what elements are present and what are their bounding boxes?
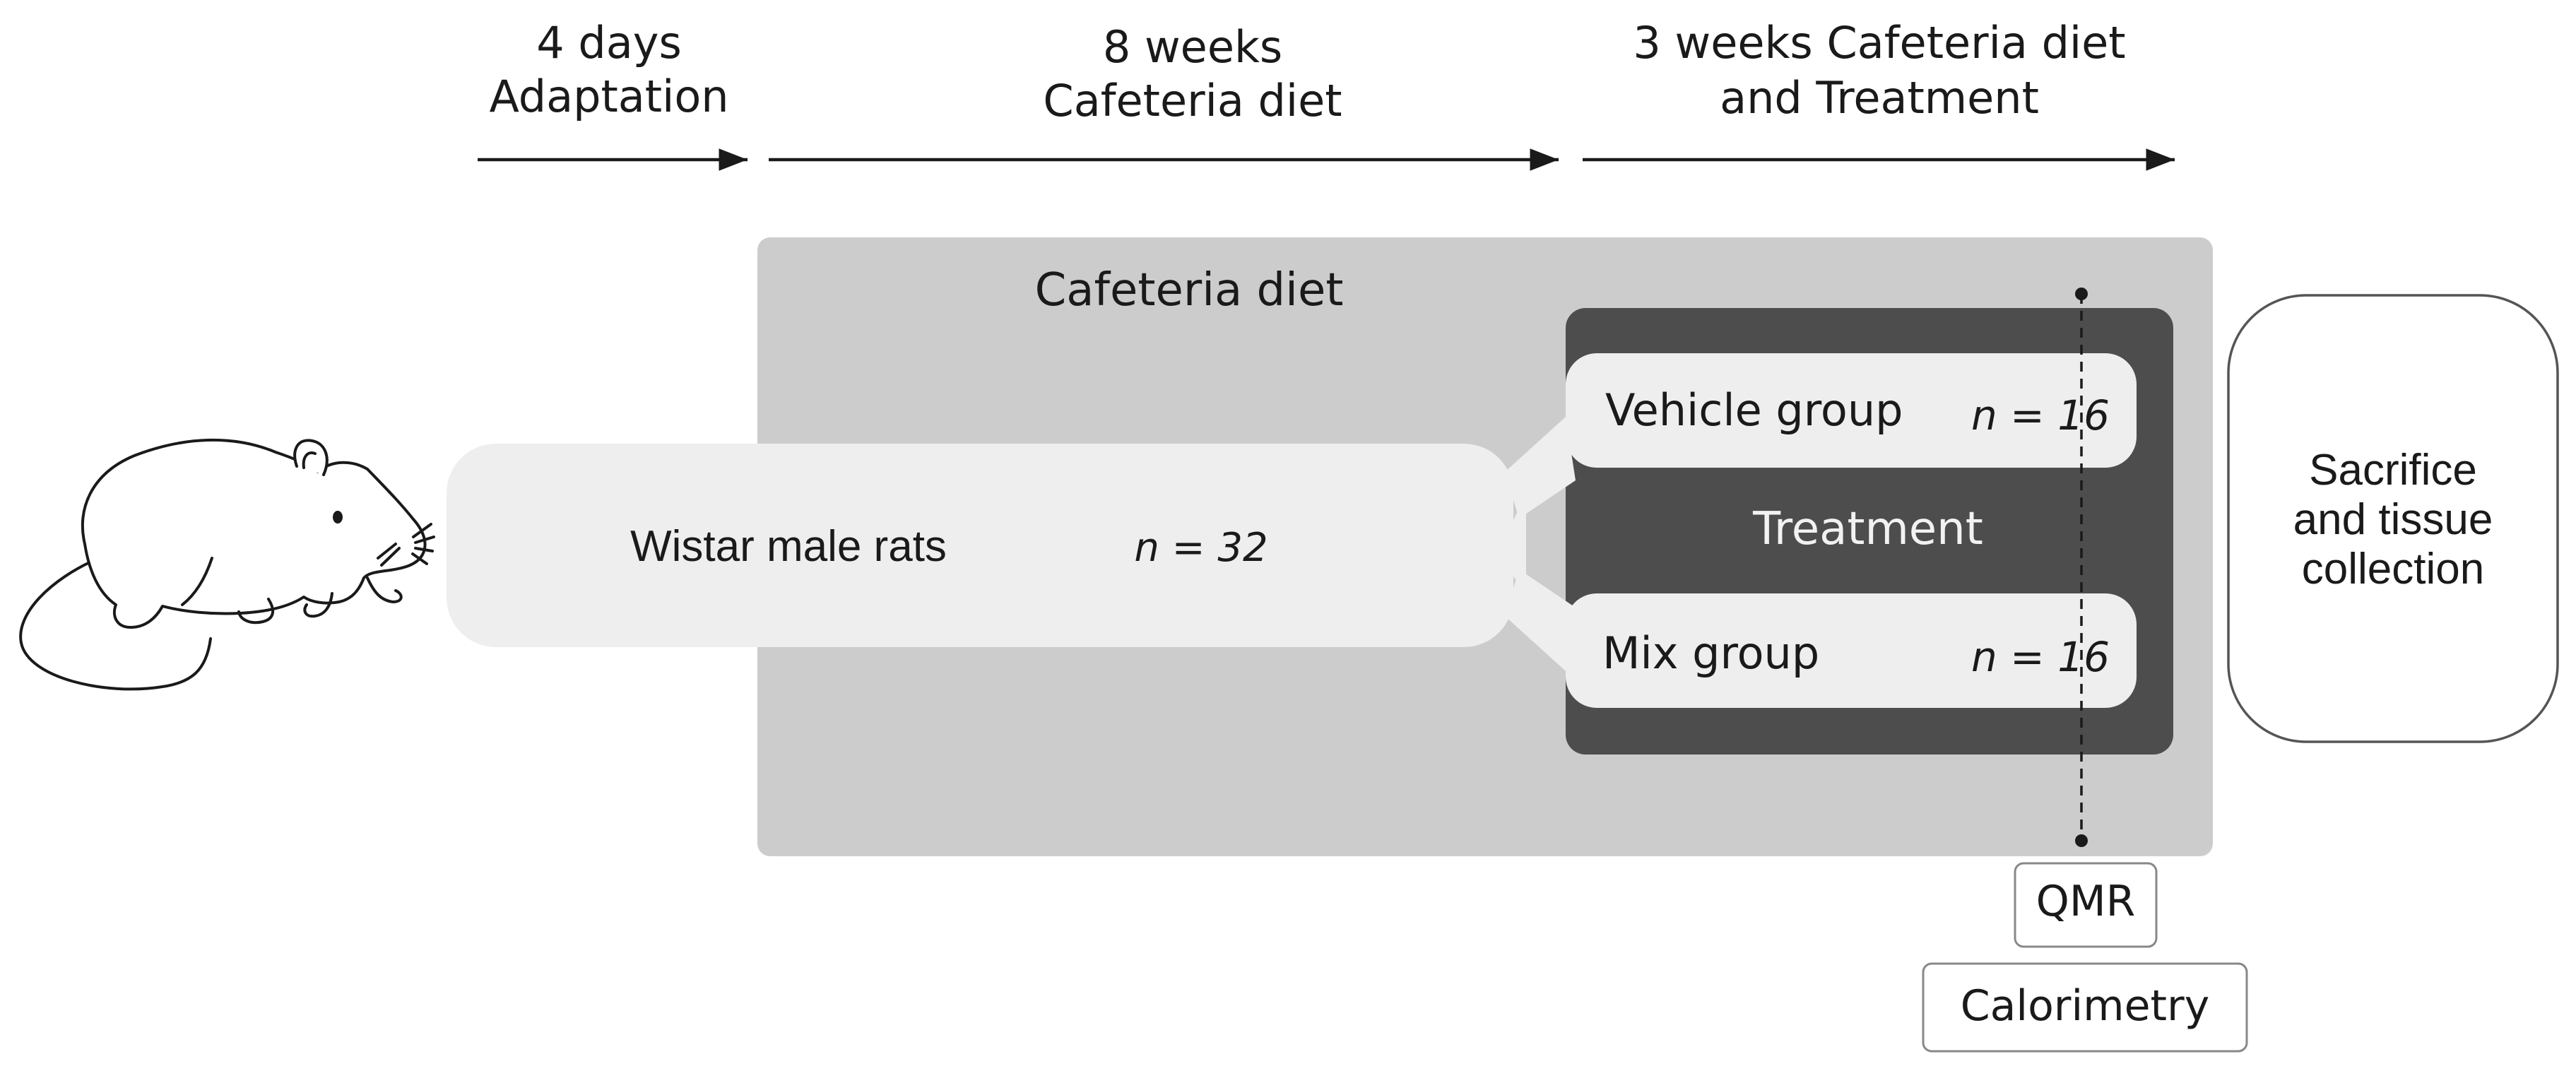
phase-duration-label: 8 weeks xyxy=(1103,21,1282,73)
timeline-phase-treatment: 3 weeks Cafeteria diet and Treatment xyxy=(1583,17,2175,171)
rat-whisker xyxy=(412,523,432,538)
start-group-label: Wistar male rats xyxy=(630,522,947,571)
treatment-label: Treatment xyxy=(1752,503,1983,555)
rat-whisker xyxy=(414,547,434,552)
rat-front-paw xyxy=(366,576,403,603)
sacrifice-label-line-1: Sacrifice xyxy=(2309,446,2477,495)
rat-tail xyxy=(19,557,212,691)
start-group-box xyxy=(447,444,1513,647)
phase-duration-label: 3 weeks Cafeteria diet xyxy=(1633,17,2125,69)
timeline-phase-adaptation: 4 days Adaptation xyxy=(478,17,748,171)
split-connector-upper xyxy=(1505,417,1576,519)
timeline-phase-diet: 8 weeks Cafeteria diet xyxy=(769,21,1559,171)
rat-illustration xyxy=(19,438,435,691)
sacrifice-label-line-2: and tissue xyxy=(2293,495,2493,544)
phase-name-label: and Treatment xyxy=(1720,72,2039,124)
rat-whisker xyxy=(377,543,397,560)
rat-whisker xyxy=(380,547,401,567)
split-connector-lower xyxy=(1505,569,1576,671)
sacrifice-label-line-3: collection xyxy=(2302,545,2484,593)
rat-body xyxy=(81,438,427,629)
rat-haunch xyxy=(237,598,275,625)
mix-group-box xyxy=(1566,593,2137,708)
cafeteria-diet-label: Cafeteria diet xyxy=(1035,264,1344,316)
vehicle-group-label: Vehicle group xyxy=(1605,384,1903,436)
calorimetry-label: Calorimetry xyxy=(1961,981,2209,1031)
calorimetry-box xyxy=(1922,962,2248,1053)
rat-front-leg xyxy=(303,592,333,618)
phase-duration-label: 4 days xyxy=(536,17,682,69)
vehicle-group-box xyxy=(1566,353,2137,468)
timeline: 4 days Adaptation 8 weeks Cafeteria diet… xyxy=(478,17,2175,171)
qmr-box xyxy=(2014,862,2158,948)
rat-ear-inner xyxy=(302,451,317,469)
vehicle-group-n: n = 16 xyxy=(1971,391,2110,439)
timepoint-dot-top xyxy=(2075,288,2088,300)
rat-whisker xyxy=(411,552,428,565)
start-group-n: n = 32 xyxy=(1134,525,1268,571)
phase-name-label: Adaptation xyxy=(489,71,728,122)
rat-eye xyxy=(333,511,343,523)
qmr-label: QMR xyxy=(2036,877,2136,926)
sacrifice-box xyxy=(2227,294,2559,743)
phase-name-label: Cafeteria diet xyxy=(1043,75,1342,126)
mix-group-n: n = 16 xyxy=(1971,633,2110,681)
measurement-timepoint xyxy=(2075,288,2088,847)
timepoint-dot-bottom xyxy=(2075,834,2088,847)
rat-back-leg xyxy=(181,557,213,606)
rat-whisker xyxy=(414,536,435,544)
mix-group-label: Mix group xyxy=(1602,627,1819,679)
